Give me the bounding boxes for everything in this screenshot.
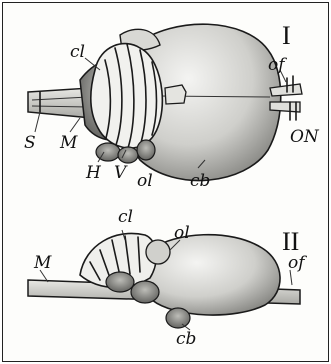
label-cb-II: cb [176,329,196,349]
figure-II: II cl ol M of cb [28,207,307,349]
hypophysis-I [96,143,120,161]
label-ol-II: ol [174,223,190,243]
label-M-I: M [59,133,78,153]
label-cb-I: cb [190,171,210,191]
figure-I-numeral: I [282,21,291,50]
label-of-I: of [268,55,287,75]
ventral-lobe-II [131,281,159,303]
olfactory-lower-I [137,140,155,160]
label-V-I: V [114,163,128,183]
ventral-lobe-I [118,147,138,163]
label-ON-I: ON [290,127,320,147]
medulla-lobe-II [106,272,134,292]
hypophysis-II [166,308,190,328]
optic-lobe-II [146,240,170,264]
label-ol-I: ol [137,171,153,191]
label-S-I: S [24,133,36,153]
label-cl-II: cl [118,207,133,227]
cerebellum-I [91,44,162,148]
figure-I: I cl of S M H V ol cb ON [24,21,320,191]
label-H-I: H [85,163,102,183]
figure-II-numeral: II [282,227,299,256]
label-M-II: M [33,253,52,273]
peduncle-I [165,85,186,104]
label-of-II: of [288,253,307,273]
label-cl-I: cl [70,42,85,62]
